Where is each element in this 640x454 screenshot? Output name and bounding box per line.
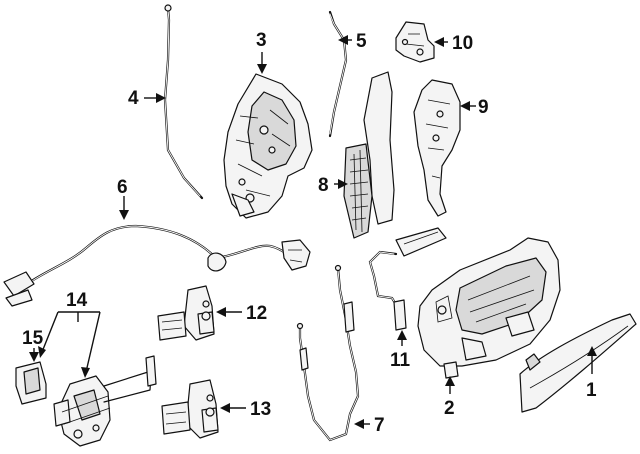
callout-leaders xyxy=(29,35,597,429)
part-6-cable xyxy=(3,224,311,307)
part-10-striker xyxy=(395,21,435,63)
callout-6: 6 xyxy=(117,177,128,198)
callout-2: 2 xyxy=(444,398,455,419)
part-4-rod xyxy=(163,4,204,200)
callout-9: 9 xyxy=(478,97,489,118)
callout-11: 11 xyxy=(390,350,411,371)
part-5-rod xyxy=(328,10,348,138)
callout-13: 13 xyxy=(250,399,271,420)
part-12-bracket xyxy=(157,285,215,341)
part-2-handle-carrier xyxy=(417,237,561,379)
part-11-rod xyxy=(368,227,447,331)
callout-7: 7 xyxy=(374,415,385,436)
callout-4: 4 xyxy=(128,88,139,109)
part-1-handle xyxy=(519,313,637,413)
part-7-cable xyxy=(296,264,360,442)
callout-12: 12 xyxy=(246,303,267,324)
callout-5: 5 xyxy=(356,31,367,52)
callout-10: 10 xyxy=(452,33,473,54)
part-9-bracket xyxy=(413,79,461,217)
callout-labels: 1 2 3 4 5 6 7 8 9 10 11 12 13 14 15 xyxy=(22,30,597,436)
part-8-bracket xyxy=(343,71,395,239)
callout-1: 1 xyxy=(586,380,597,401)
part-15-bumper xyxy=(15,361,47,405)
callout-3: 3 xyxy=(256,30,267,51)
callout-8: 8 xyxy=(318,175,329,196)
part-14-door-check xyxy=(53,355,157,447)
part-13-bracket xyxy=(161,379,219,439)
callout-14: 14 xyxy=(66,290,88,311)
part-3-latch xyxy=(223,73,313,219)
callout-15: 15 xyxy=(22,328,44,349)
